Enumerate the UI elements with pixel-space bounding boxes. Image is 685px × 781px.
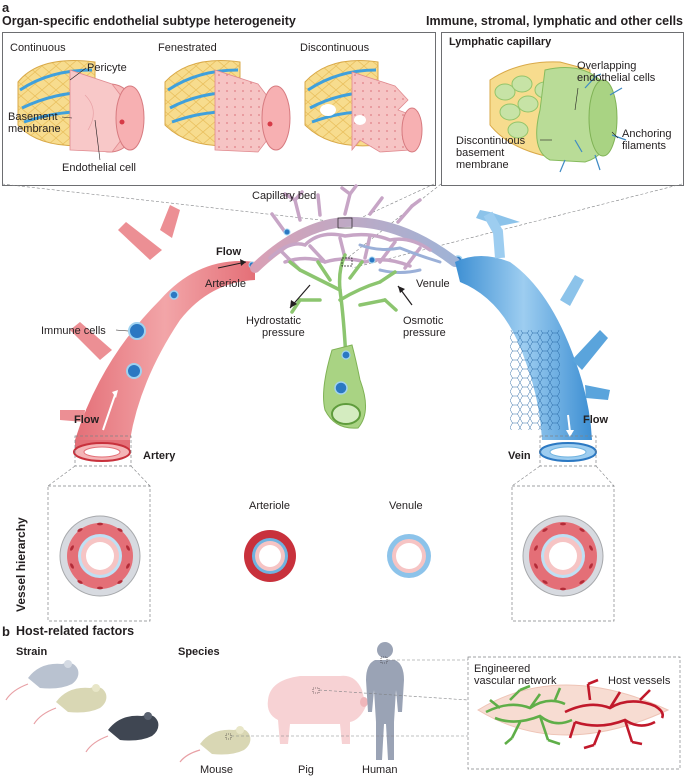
overlapping-label-1: Overlapping: [577, 60, 637, 72]
subtype-continuous: Continuous: [10, 42, 66, 54]
panel-connectors: [1, 183, 683, 269]
panel-b-header: Host-related factors: [16, 624, 135, 638]
species-label: Species: [178, 646, 220, 658]
artery-cross-section: [59, 515, 141, 597]
panel-b-letter: b: [2, 624, 10, 639]
hydrostatic-label-2: pressure: [262, 327, 305, 339]
disc-basement-label-2: basement: [456, 147, 505, 159]
immune-cells-label: Immune cells: [41, 325, 106, 337]
flow-top-label: Flow: [216, 246, 242, 258]
arteriole-label: Arteriole: [205, 278, 246, 290]
osmotic-label-2: pressure: [403, 327, 446, 339]
continuous-leaders: [61, 67, 101, 161]
engineered-label-1: Engineered: [474, 663, 531, 675]
strain-label: Strain: [16, 646, 48, 658]
pericyte-label: Pericyte: [87, 62, 127, 74]
engineered-label-2: vascular network: [474, 675, 557, 687]
venule-cross-section: [387, 534, 431, 578]
species-human: [366, 642, 404, 760]
flow-right-label: Flow: [583, 414, 609, 426]
hierarchy-connectors: [47, 465, 615, 487]
vein-section-box: [511, 485, 615, 622]
arteriole-cross-section: [244, 530, 296, 582]
artery-zoom-box: [74, 435, 132, 467]
hierarchy-arteriole-label: Arteriole: [249, 500, 290, 512]
host-vessels-label: Host vessels: [608, 675, 671, 687]
zoom-marker-1: [337, 217, 353, 229]
anchoring-label-1: Anchoring: [622, 128, 672, 140]
fenestrated-vessel: [164, 60, 291, 153]
vein-shape: [455, 210, 610, 440]
flow-left-label: Flow: [74, 414, 100, 426]
venule-label: Venule: [416, 278, 450, 290]
human-label: Human: [362, 764, 398, 776]
left-header: Organ-specific endothelial subtype heter…: [2, 14, 296, 28]
artery-flow-arrow: [102, 394, 116, 431]
artery-section-box: [47, 485, 151, 622]
endothelial-cell-label: Endothelial cell: [62, 162, 136, 174]
capillary-bed-label: Capillary bed: [252, 190, 317, 202]
disc-basement-label-3: membrane: [456, 159, 509, 171]
basement-label-1: Basement: [8, 111, 58, 123]
artery-label: Artery: [143, 450, 176, 462]
subtype-discontinuous: Discontinuous: [300, 42, 370, 54]
artery-lumen: [83, 446, 121, 458]
implant-box: [467, 656, 681, 770]
disc-basement-label-1: Discontinuous: [456, 135, 526, 147]
lymph-opening: [331, 403, 361, 425]
zoom-marker-2: [341, 257, 353, 267]
species-pig: [267, 675, 368, 744]
right-header: Immune, stromal, lymphatic and other cel…: [426, 14, 684, 28]
hierarchy-venule-label: Venule: [389, 500, 423, 512]
lymphatic-title: Lymphatic capillary: [449, 36, 552, 48]
basement-label-2: membrane: [8, 123, 61, 135]
continuous-vessel: [17, 60, 145, 153]
vein-lumen: [549, 446, 587, 458]
mouse-label: Mouse: [200, 764, 234, 776]
vein-label: Vein: [508, 450, 531, 462]
capillary-bed: [250, 184, 460, 429]
hydrostatic-label-1: Hydrostatic: [246, 315, 302, 327]
subtype-fenestrated: Fenestrated: [158, 42, 217, 54]
overlapping-label-2: endothelial cells: [577, 72, 656, 84]
strain-mouse-beige: [33, 684, 107, 725]
pig-label: Pig: [298, 764, 314, 776]
lymph-leaders: [540, 87, 619, 141]
lymphatic-vessel: [489, 61, 627, 173]
species-mouse: [179, 726, 251, 763]
strain-mouse-dark: [85, 712, 159, 753]
vessel-hierarchy-label: Vessel hierarchy: [14, 517, 28, 612]
species-connectors: [231, 659, 469, 737]
anchoring-label-2: filaments: [622, 140, 667, 152]
strain-mouse-grey: [5, 660, 79, 701]
vein-cross-section: [522, 515, 604, 597]
osmotic-label-1: Osmotic: [403, 315, 444, 327]
vein-zoom-box: [539, 435, 597, 467]
implant-tissue: [477, 678, 670, 750]
discontinuous-vessel: [304, 60, 423, 153]
panel-a-letter: a: [2, 0, 10, 15]
